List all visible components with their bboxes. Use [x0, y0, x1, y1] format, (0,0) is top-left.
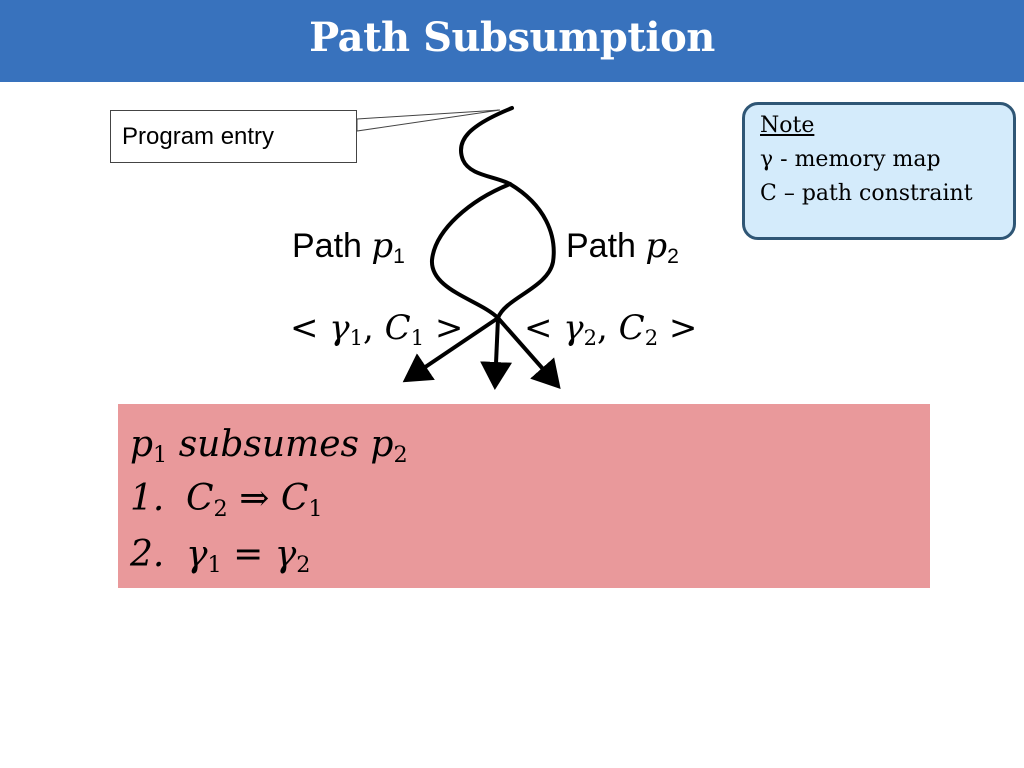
path-p2-line	[496, 182, 556, 320]
subsumption-box	[118, 404, 930, 588]
note-c-definition: C – path constraint	[760, 181, 973, 206]
slide-title: Path Subsumption	[309, 14, 715, 61]
state-p1: < γ1, C1 >	[290, 308, 464, 350]
path-p2-label: Path p2	[566, 226, 679, 268]
state-p2: < γ2, C2 >	[524, 308, 698, 350]
note-title: Note	[760, 113, 815, 138]
condition-2: 2.γ1 = γ2	[130, 534, 311, 579]
condition-1: 1.C2 ⇒ C1	[130, 478, 323, 523]
path-p1-label: Path p1	[292, 226, 405, 268]
callout-pointer	[356, 109, 501, 132]
entry-path-line	[458, 106, 514, 186]
program-entry-callout	[110, 110, 357, 163]
note-box	[742, 102, 1016, 240]
arrow-middle	[480, 317, 513, 390]
note-gamma-definition: γ - memory map	[760, 147, 941, 172]
subsumption-head: p1 subsumes p2	[130, 424, 408, 469]
arrow-left	[402, 316, 500, 383]
program-entry-label: Program entry	[122, 123, 275, 150]
path-p1-line	[429, 182, 512, 320]
arrow-right	[496, 316, 561, 389]
title-bar	[0, 0, 1024, 82]
